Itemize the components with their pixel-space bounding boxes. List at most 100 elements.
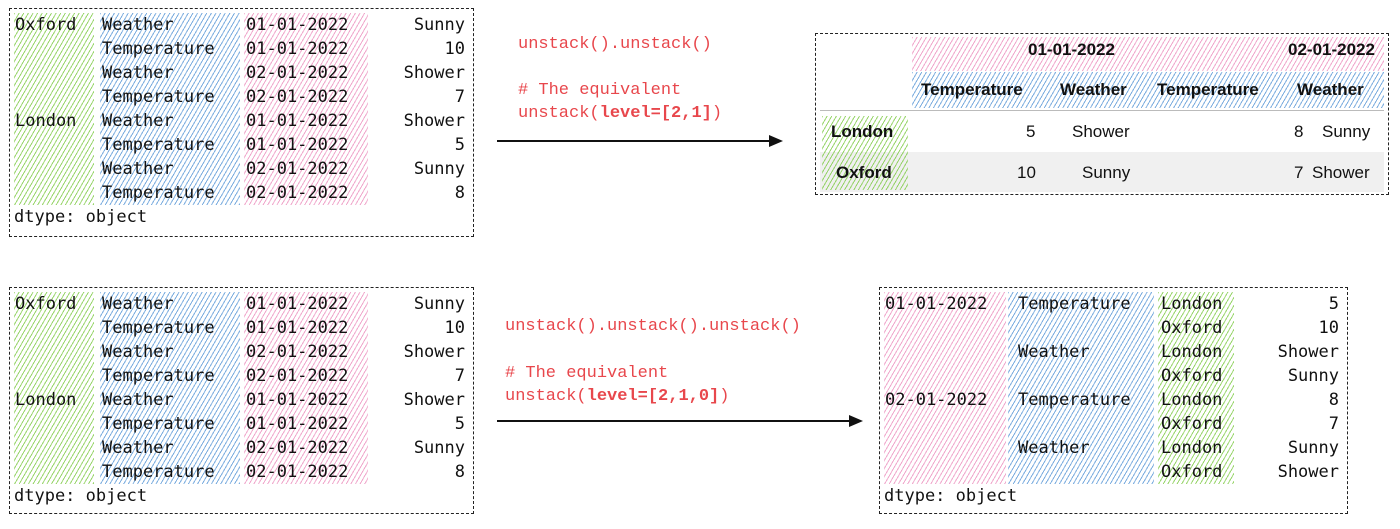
date-header: 02-01-2022 — [1288, 40, 1375, 59]
code-equivalent-call: unstack(level=[2,1,0]) — [505, 387, 730, 406]
value-cell: Sunny — [413, 294, 465, 314]
date-header-highlight — [912, 37, 1384, 71]
level2-label: 02-01-2022 — [246, 366, 349, 386]
column-header-highlight — [912, 72, 1384, 108]
level2-label: 02-01-2022 — [246, 63, 349, 83]
value-cell: 10 — [444, 39, 465, 59]
level0-highlight — [884, 292, 1006, 484]
code-equivalent-call: unstack(level=[2,1]) — [518, 104, 723, 123]
value-cell: 5 — [454, 414, 465, 434]
level1-label: Weather — [102, 342, 174, 362]
table-cell: Shower — [1312, 163, 1370, 182]
level2-label: 01-01-2022 — [246, 15, 349, 35]
table-cell: Sunny — [1082, 163, 1131, 182]
value-cell: 5 — [454, 135, 465, 155]
value-cell: 7 — [454, 366, 465, 386]
level2-label: Oxford — [1161, 462, 1223, 482]
level2-label: Oxford — [1161, 318, 1223, 338]
date-header: 01-01-2022 — [1028, 40, 1115, 59]
table-cell: 5 — [1026, 122, 1036, 141]
level2-label: 01-01-2022 — [246, 135, 349, 155]
result-series: 01-01-2022 02-01-2022 Temperature Weathe… — [879, 287, 1348, 514]
result-dataframe: 01-01-2022 02-01-2022 Temperature Weathe… — [815, 33, 1389, 195]
level2-label: 01-01-2022 — [246, 318, 349, 338]
level0-highlight — [14, 292, 94, 484]
level2-label: 01-01-2022 — [246, 414, 349, 434]
level1-label: Temperature — [1018, 294, 1131, 314]
level1-label: Weather — [102, 63, 174, 83]
level2-label: 01-01-2022 — [246, 111, 349, 131]
code-comment: # The equivalent — [505, 364, 669, 383]
level0-label: Oxford — [15, 15, 77, 35]
value-cell: Sunny — [413, 15, 465, 35]
level1-label: Weather — [102, 111, 174, 131]
value-cell: Shower — [403, 342, 465, 362]
column-header: Weather — [1297, 80, 1364, 99]
level1-label: Temperature — [1018, 390, 1131, 410]
value-cell: 10 — [444, 318, 465, 338]
arrow-bottom — [497, 420, 849, 422]
level1-label: Temperature — [102, 414, 215, 434]
level2-label: 01-01-2022 — [246, 390, 349, 410]
level1-highlight — [100, 292, 240, 484]
level0-label: London — [15, 111, 77, 131]
code-comment: # The equivalent — [518, 81, 682, 100]
value-cell: 8 — [454, 183, 465, 203]
value-cell: Shower — [1277, 462, 1339, 482]
level1-label: Temperature — [102, 462, 215, 482]
level2-label: Oxford — [1161, 414, 1223, 434]
level1-label: Temperature — [102, 39, 215, 59]
level0-label: London — [15, 390, 77, 410]
value-cell: 8 — [454, 462, 465, 482]
level2-label: 02-01-2022 — [246, 159, 349, 179]
code-unstack-chain: unstack().unstack().unstack() — [505, 317, 801, 336]
level1-label: Weather — [102, 159, 174, 179]
level1-label: Weather — [1018, 438, 1090, 458]
level2-label: Oxford — [1161, 366, 1223, 386]
table-cell: 7 — [1294, 163, 1304, 182]
value-cell: 7 — [454, 87, 465, 107]
header-divider — [820, 110, 1384, 111]
level1-label: Weather — [1018, 342, 1090, 362]
value-cell: Shower — [403, 63, 465, 83]
level1-label: Weather — [102, 390, 174, 410]
level0-highlight — [14, 13, 94, 205]
table-cell: 10 — [1017, 163, 1036, 182]
level0-label: Oxford — [15, 294, 77, 314]
level2-label: 02-01-2022 — [246, 342, 349, 362]
dtype-label: dtype: object — [14, 486, 148, 506]
level1-label: Temperature — [102, 366, 215, 386]
level2-highlight — [244, 292, 368, 484]
dtype-label: dtype: object — [884, 486, 1018, 506]
dtype-label: dtype: object — [14, 207, 148, 227]
level2-label: 01-01-2022 — [246, 294, 349, 314]
level1-label: Weather — [102, 294, 174, 314]
source-series-top: Oxford London Weather Temperature Weathe… — [9, 8, 474, 237]
level1-label: Weather — [102, 15, 174, 35]
row-stripe — [820, 152, 1384, 192]
source-series-bottom: Oxford London Weather Temperature Weathe… — [9, 287, 474, 514]
level2-highlight — [1158, 292, 1234, 484]
level2-highlight — [244, 13, 368, 205]
level2-label: 02-01-2022 — [246, 438, 349, 458]
value-cell: 8 — [1328, 390, 1339, 410]
arrowhead-bottom — [849, 415, 863, 427]
level0-label: 01-01-2022 — [885, 294, 988, 314]
arrow-top — [497, 140, 769, 142]
value-cell: Shower — [403, 390, 465, 410]
column-header: Temperature — [1157, 80, 1259, 99]
level2-label: 01-01-2022 — [246, 39, 349, 59]
value-cell: Shower — [403, 111, 465, 131]
value-cell: Shower — [1277, 342, 1339, 362]
level2-label: London — [1161, 390, 1223, 410]
table-cell: 8 — [1294, 122, 1304, 141]
level0-label: 02-01-2022 — [885, 390, 988, 410]
level2-label: 02-01-2022 — [246, 183, 349, 203]
column-header: Weather — [1060, 80, 1127, 99]
row-index: Oxford — [836, 163, 892, 182]
level1-highlight — [100, 13, 240, 205]
code-unstack-chain: unstack().unstack() — [518, 35, 712, 54]
table-cell: Shower — [1072, 122, 1130, 141]
level2-label: London — [1161, 294, 1223, 314]
value-cell: Sunny — [413, 438, 465, 458]
